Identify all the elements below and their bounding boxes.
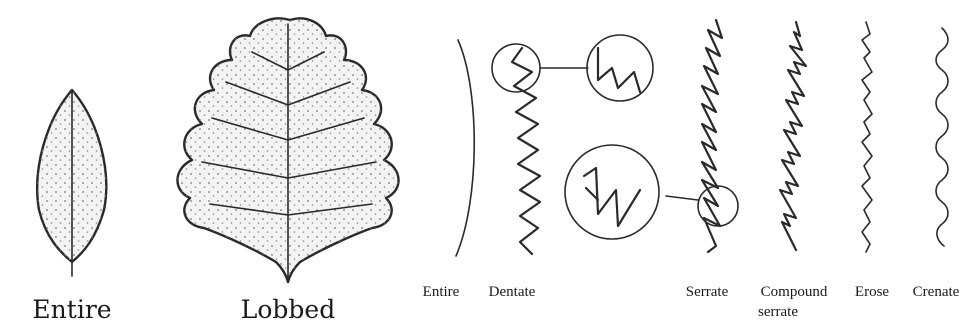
label-margin-dentate: Dentate	[489, 284, 536, 300]
label-margin-compound: Compound	[761, 284, 828, 300]
label-leaf-entire: Entire	[32, 295, 111, 324]
entire-leaf-figure	[37, 90, 106, 276]
label-margin-serrate: Serrate	[686, 284, 729, 300]
erose-margin-figure	[862, 22, 872, 252]
label-margin-entire: Entire	[423, 284, 460, 300]
label-margin-compound-serrate: serrate	[758, 304, 798, 320]
crenate-margin-figure	[936, 28, 948, 246]
entire-margin-line	[456, 40, 474, 256]
serrate-margin-figure	[565, 20, 738, 252]
label-leaf-lobbed: Lobbed	[241, 295, 335, 324]
label-margin-crenate: Crenate	[913, 284, 960, 300]
dentate-margin-figure	[492, 35, 653, 254]
lobbed-leaf-figure	[177, 18, 398, 282]
label-margin-erose: Erose	[855, 284, 889, 300]
compound-serrate-margin-figure	[780, 22, 806, 250]
